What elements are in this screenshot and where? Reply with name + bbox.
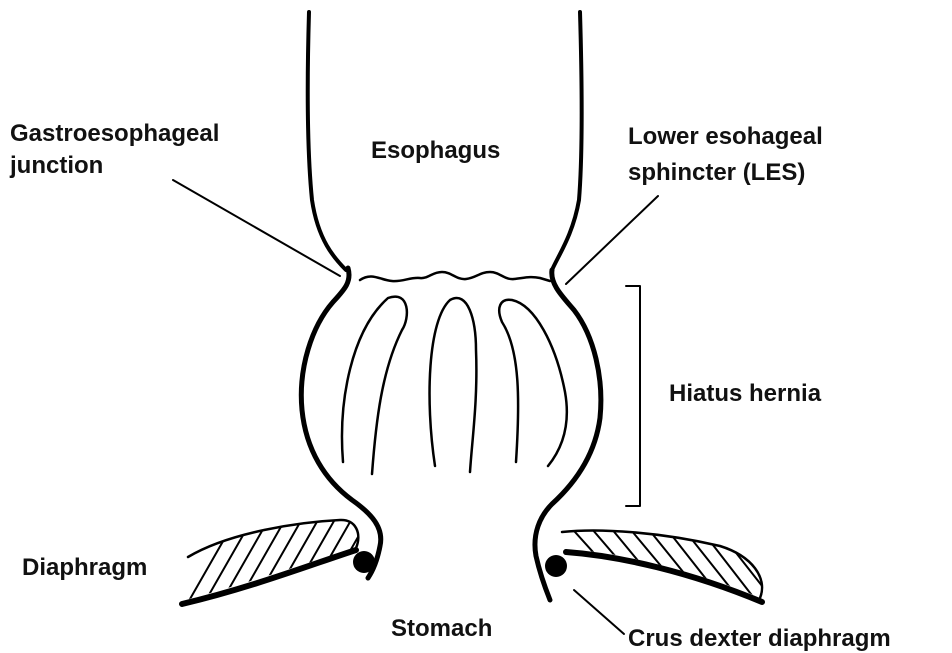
label-crus-dexter-diaphragm: Crus dexter diaphragm [628, 625, 891, 652]
leader-lines [173, 180, 658, 634]
fold-3 [499, 300, 567, 466]
gastroesophageal-junction-line [360, 272, 550, 281]
label-lower-esophageal-sphincter: Lower esohageal sphincter (LES) [628, 123, 829, 186]
gej-leader-line [173, 180, 340, 276]
right-diaphragm-hatching [566, 522, 770, 598]
left-crus-knob [353, 551, 375, 573]
les-leader-line [566, 196, 658, 284]
label-gastroesophageal-junction-line1: Gastroesophageal [10, 120, 219, 147]
label-gastroesophageal-junction: Gastroesophageal junction [9, 120, 226, 179]
crus-dexter-knob [545, 555, 567, 577]
esophagus-right-wall [552, 12, 582, 270]
left-diaphragm [182, 488, 386, 606]
label-esophagus: Esophagus [371, 137, 500, 164]
label-gastroesophageal-junction-line2: junction [9, 152, 103, 179]
right-diaphragm-lower-edge [566, 552, 762, 602]
right-diaphragm [545, 522, 770, 602]
label-stomach: Stomach [391, 615, 492, 642]
fold-2 [430, 298, 477, 472]
label-les-line2: sphincter (LES) [628, 159, 805, 186]
gastric-folds [342, 297, 567, 474]
label-hiatus-hernia: Hiatus hernia [669, 380, 822, 407]
crus-leader-line [574, 590, 624, 634]
esophagus-left-wall [308, 12, 346, 270]
hiatus-hernia-bracket [626, 286, 640, 506]
label-diaphragm: Diaphragm [22, 554, 147, 581]
fold-1 [342, 297, 407, 474]
left-diaphragm-lower-edge [182, 550, 356, 604]
label-les-line1: Lower esohageal [628, 123, 823, 150]
